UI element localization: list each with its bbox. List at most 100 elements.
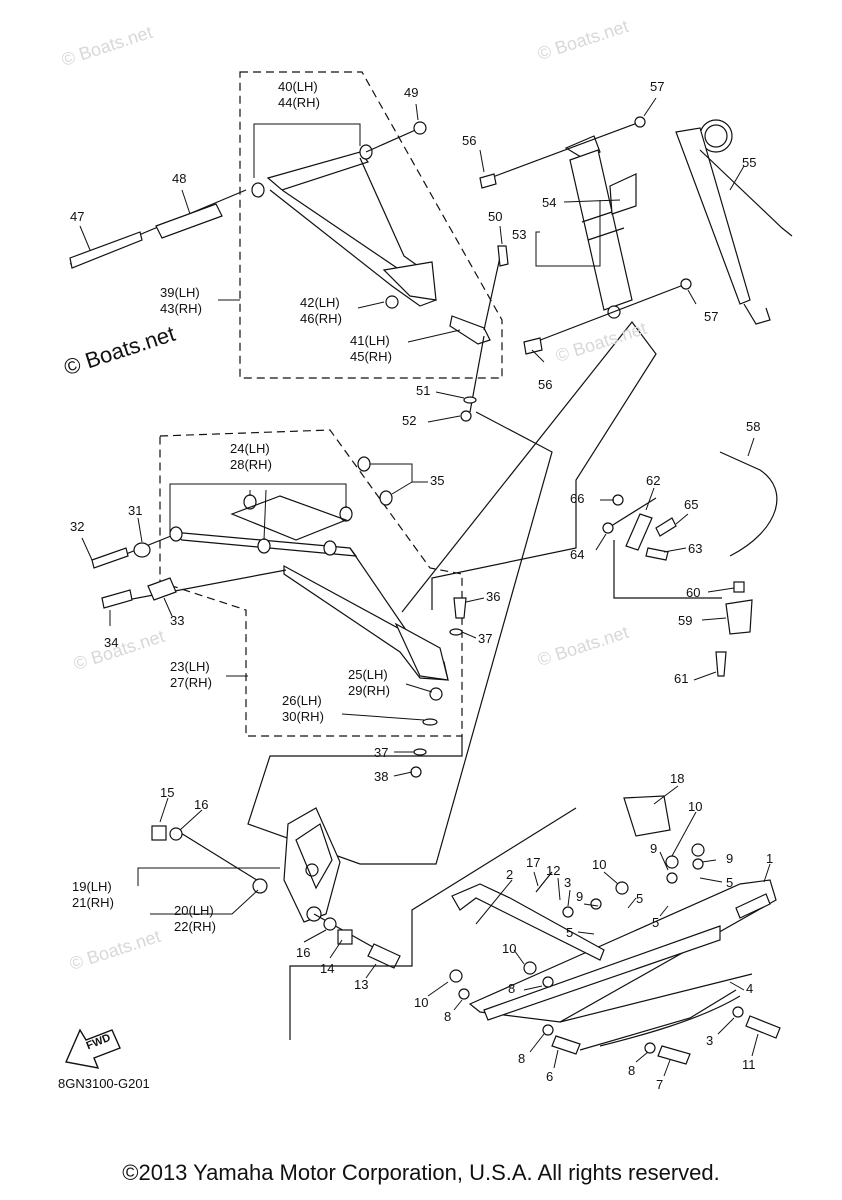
- callout-label: 57: [650, 79, 665, 94]
- callout-label: 28(RH): [230, 457, 272, 472]
- bushing: [357, 456, 371, 472]
- link-62: [625, 513, 653, 551]
- callout-label: 47: [70, 209, 85, 224]
- callout-label: 66: [570, 491, 585, 506]
- nut-10c: [615, 881, 629, 895]
- callout-label: 64: [570, 547, 585, 562]
- callout-label: 8: [444, 1009, 452, 1024]
- wear-bar-4: [599, 995, 741, 1047]
- diagram-code: 8GN3100-G201: [58, 1076, 150, 1091]
- nut-10e: [665, 855, 679, 869]
- callout-label: 11: [742, 1057, 756, 1072]
- callout-label: 9: [650, 841, 658, 856]
- callout-label: 38: [374, 769, 389, 784]
- callout-label: 9: [576, 889, 584, 904]
- callout-label: 23(LH): [170, 659, 210, 674]
- callout-label: 22(RH): [174, 919, 216, 934]
- callout-label: 46(RH): [300, 311, 342, 326]
- callout-label: 39(LH): [160, 285, 200, 300]
- callout-label: 15: [160, 785, 175, 800]
- callout-label: 8: [518, 1051, 526, 1066]
- ski-spindle: [283, 807, 341, 923]
- upper-a-arm: [266, 151, 437, 307]
- bolt-7: [657, 1045, 691, 1065]
- callout-label: 5: [652, 915, 660, 930]
- bushing: [323, 540, 337, 556]
- callout-label: 53: [512, 227, 527, 242]
- washer-8d: [644, 1042, 656, 1054]
- callout-label: 59: [678, 613, 693, 628]
- callout-label: 3: [564, 875, 572, 890]
- callout-label: 12: [546, 863, 561, 878]
- nut-42: [385, 295, 399, 309]
- upper-arm-group-outline: [239, 71, 503, 379]
- callout-label: 57: [704, 309, 719, 324]
- bolt-47: [69, 231, 143, 269]
- callout-label: 44(RH): [278, 95, 320, 110]
- callout-label: 37: [478, 631, 493, 646]
- ski-assembly: [451, 795, 777, 1051]
- callout-label: 61: [674, 671, 689, 686]
- collar-33: [147, 577, 177, 601]
- callout-label: 56: [538, 377, 553, 392]
- callout-label: 7: [656, 1077, 664, 1092]
- callout-label: 30(RH): [282, 709, 324, 724]
- collar-15: [151, 825, 167, 841]
- bolt-65: [655, 517, 677, 537]
- callout-label: 32: [70, 519, 85, 534]
- bolt-50: [497, 245, 509, 267]
- bushing: [379, 490, 393, 506]
- bolt-11: [745, 1015, 781, 1039]
- callout-label: 31: [128, 503, 143, 518]
- callout-label: 49: [404, 85, 419, 100]
- callout-label: 62: [646, 473, 661, 488]
- nut-57: [634, 116, 646, 128]
- nut-52: [460, 410, 472, 422]
- callout-label: 54: [542, 195, 557, 210]
- bolt-13: [367, 943, 401, 969]
- bracket-59: [725, 599, 753, 635]
- callout-label: 5: [726, 875, 734, 890]
- ball-joint-25: [429, 687, 443, 701]
- callout-label: 51: [416, 383, 431, 398]
- callout-label: 20(LH): [174, 903, 214, 918]
- callout-label: 24(LH): [230, 441, 270, 456]
- washer-16b: [323, 917, 337, 931]
- bolt-6: [551, 1035, 581, 1055]
- washer-8a: [458, 988, 470, 1000]
- callout-label: 26(LH): [282, 693, 322, 708]
- bolt-34: [101, 589, 133, 609]
- nut-3: [562, 906, 574, 918]
- washer-9a: [692, 858, 704, 870]
- tie-rod-end-41: [449, 315, 491, 345]
- callout-label: 42(LH): [300, 295, 340, 310]
- callout-label: 34: [104, 635, 119, 650]
- nut-57b: [680, 278, 692, 290]
- callout-label: 21(RH): [72, 895, 114, 910]
- callout-label: 1: [766, 851, 774, 866]
- bolt-63: [645, 547, 669, 561]
- washer-16: [169, 827, 183, 841]
- callout-label: 60: [686, 585, 701, 600]
- callout-label: 19(LH): [72, 879, 112, 894]
- nut-3b: [732, 1006, 744, 1018]
- callout-label: 50: [488, 209, 503, 224]
- bushing: [169, 526, 183, 542]
- washer-9c: [590, 898, 602, 910]
- callout-label: 6: [546, 1069, 554, 1084]
- callout-label: 43(RH): [160, 301, 202, 316]
- bushing: [257, 538, 271, 554]
- bolt-32: [91, 547, 129, 569]
- collar-31: [133, 542, 151, 558]
- callout-label: 13: [354, 977, 369, 992]
- nut-66: [612, 494, 624, 506]
- callout-label: 41(LH): [350, 333, 390, 348]
- callout-label: 48: [172, 171, 187, 186]
- callout-label: 18: [670, 771, 685, 786]
- callout-label: 3: [706, 1033, 714, 1048]
- callout-label: 55: [742, 155, 757, 170]
- callout-label: 27(RH): [170, 675, 212, 690]
- copyright-notice: ©2013 Yamaha Motor Corporation, U.S.A. A…: [122, 1160, 720, 1185]
- callout-label: 17: [526, 855, 541, 870]
- nut-10b: [523, 961, 537, 975]
